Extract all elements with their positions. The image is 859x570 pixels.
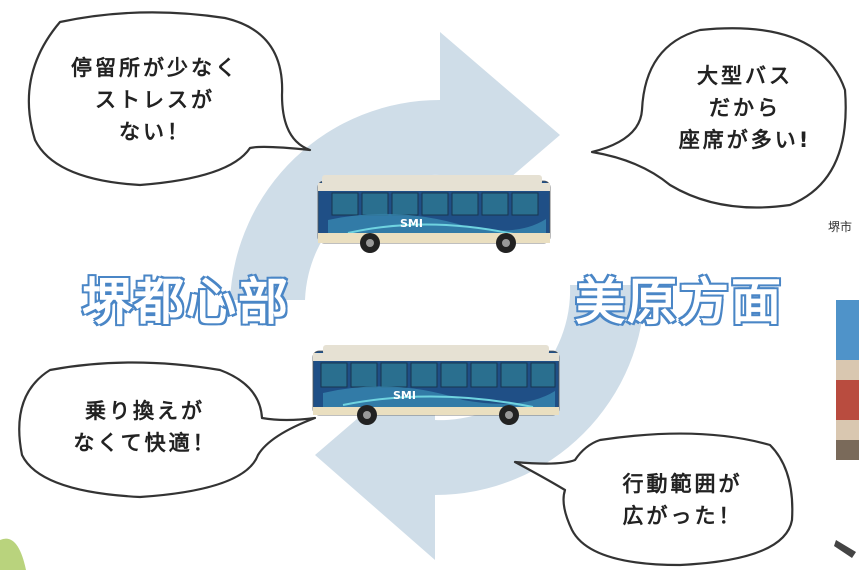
corner-decoration <box>0 538 26 570</box>
bubble-top-left <box>27 11 312 187</box>
bus-top: SMI <box>317 175 551 253</box>
bubble-line: 広がった！ <box>622 504 743 528</box>
cycle-arrows <box>230 32 645 560</box>
arrow-top <box>230 32 560 300</box>
bubble-bottom-left <box>18 361 317 499</box>
bubble-line: 乗り換えが <box>85 399 205 423</box>
bubble-line: 大型バス <box>697 64 793 88</box>
edge-photo <box>836 300 859 460</box>
place-left-label: 堺都心部 <box>81 272 290 332</box>
bubble-line: 座席が多い! <box>678 128 812 152</box>
bubble-line: ない！ <box>119 120 191 144</box>
bubble-top-left-text: 停留所が少なく ストレスが ない！ <box>30 52 280 148</box>
bus-bottom: SMI <box>312 345 560 425</box>
bubble-line: 行動範囲が <box>622 472 743 496</box>
bubble-top-right-text: 大型バス だから 座席が多い! <box>650 60 840 156</box>
place-right-label: 美原方面 <box>574 272 783 332</box>
bubble-bottom-right-text: 行動範囲が 広がった！ <box>575 468 790 532</box>
bus-top-livery: SMI <box>400 217 423 230</box>
bubble-line: だから <box>709 96 781 120</box>
bubble-bottom-right <box>513 432 794 567</box>
bus-bottom-livery: SMI <box>393 389 416 402</box>
bubble-bottom-left-text: 乗り換えが なくて快適！ <box>25 395 265 459</box>
edge-caption: 堺市 <box>828 220 853 234</box>
bubble-top-right <box>590 27 847 209</box>
bubble-line: なくて快適！ <box>73 431 217 455</box>
pen-icon <box>834 540 856 558</box>
arrow-bottom <box>315 285 645 560</box>
bubble-line: ストレスが <box>95 88 215 112</box>
bubble-line: 停留所が少なく <box>71 56 239 80</box>
